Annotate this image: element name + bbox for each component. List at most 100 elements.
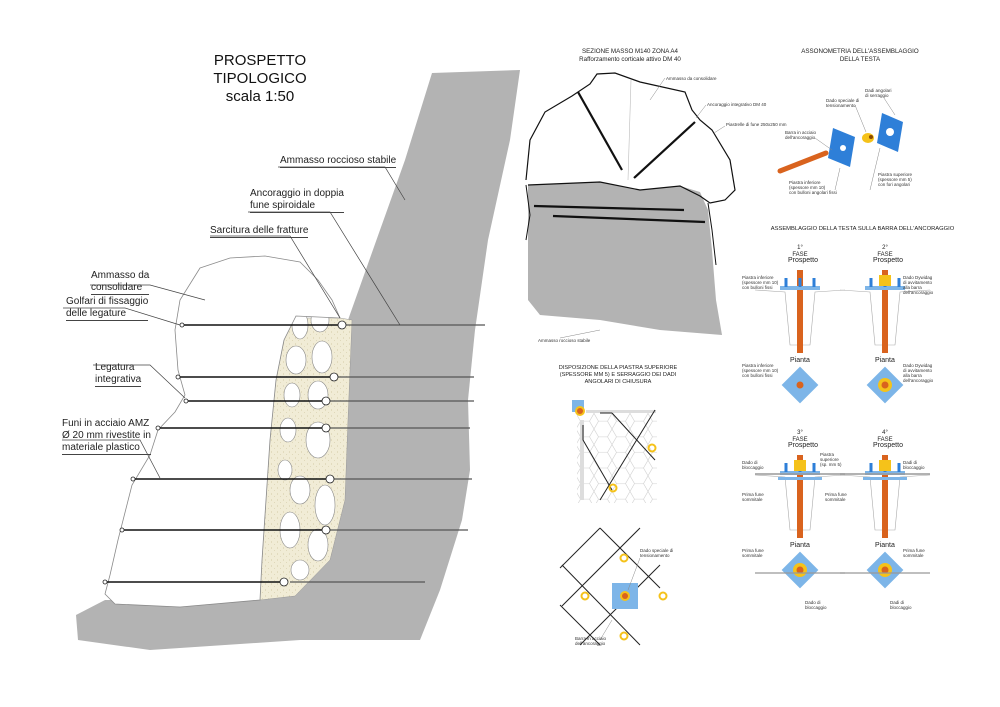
axo-lower-plate-1: Piastra inferiore	[789, 180, 821, 185]
phase-label-line: bloccaggio	[903, 465, 925, 470]
axonometry-title-line2: DELLA TESTA	[839, 56, 881, 63]
lower-plate	[780, 471, 820, 475]
lower-plate	[780, 286, 820, 290]
plan-nut-label-line: bloccaggio	[805, 605, 827, 610]
rope-label-line: sommitale	[825, 497, 846, 502]
elevation-label: Prospetto	[788, 257, 818, 264]
section-label-anchor: Ancoraggio integrativo DM 40	[707, 102, 767, 107]
label-stable-rock: Ammasso roccioso stabile	[280, 155, 397, 168]
anchor-bar	[797, 455, 803, 538]
plan-annotation-line: sommitale	[742, 553, 763, 558]
plan-label: Pianta	[790, 357, 810, 364]
upper-plate	[778, 477, 822, 480]
prospetto-elevation	[62, 70, 520, 650]
rope-label-line: sommitale	[742, 497, 763, 502]
plan-annotation-line: (spessore mm 10)	[742, 368, 779, 373]
plate-bolt	[897, 463, 901, 472]
page-title: PROSPETTO TIPOLOGICO scala 1:50	[190, 52, 330, 106]
stable-rock-mass	[76, 70, 520, 650]
layout-detail-top	[572, 400, 657, 503]
plate-bolt	[869, 463, 873, 472]
plan-bar	[881, 566, 889, 574]
title-text: PROSPETTO TIPOLOGICO	[213, 52, 307, 87]
plate-bolt	[812, 463, 816, 472]
axo-label-upper-plate: Piastra superiore(spessore mm 5)con fori…	[878, 172, 912, 187]
phase-label-line: bloccaggio	[742, 465, 764, 470]
axo-corner-nuts-1: Dadi angolari	[865, 88, 892, 93]
label-tie-line2: integrativa	[95, 374, 142, 387]
anchor-rods	[290, 324, 485, 583]
anchor-bar	[797, 270, 803, 353]
label-anchor: Ancoraggio in doppia fune spiroidale	[250, 188, 344, 213]
plan-annotation-line: Prima fune	[742, 548, 764, 553]
label-mass-line1: Ammasso da	[91, 270, 150, 281]
label-fracture-fill: Sarcitura delle fratture	[210, 225, 309, 238]
plan-nut-label-line: bloccaggio	[890, 605, 912, 610]
phase-label-right-line: (sp. mm 5)	[820, 462, 842, 467]
lower-plate	[865, 471, 905, 475]
assembly-phases	[754, 270, 931, 589]
plan-annotation-line: Piastra inferiore	[742, 363, 774, 368]
layout-detail-bottom	[559, 527, 668, 646]
axo-bar-1: Barra in acciaio	[785, 130, 817, 135]
phase-label-right-line: Piastra	[820, 452, 835, 457]
plan-bar	[881, 381, 889, 389]
axo-lower-plate-2: (spessore mm 10)	[789, 185, 826, 190]
axo-upper-plate-3: con fori angolari	[878, 182, 911, 187]
layout-title-line3: ANGOLARI DI CHIUSURA	[584, 379, 652, 385]
dywidag-nut	[794, 460, 806, 471]
axo-corner-nuts-2: di serraggio	[865, 93, 889, 98]
label-eyebolts: Golfari di fissaggio delle legature	[66, 296, 149, 321]
phase-label-line: di avvitamento	[903, 280, 933, 285]
axonometry-title-line1: ASSONOMETRIA DELL'ASSEMBLAGGIO	[801, 48, 919, 55]
axo-bar-2: dell'ancoraggio	[785, 135, 816, 140]
label-ropes: Funi in acciaio AMZ Ø 20 mm rivestite in…	[62, 418, 151, 455]
axo-upper-plate-2: (spessore mm 5)	[878, 177, 912, 182]
dywidag-nut	[879, 460, 891, 471]
label-anchor-line1: Ancoraggio in doppia	[250, 188, 344, 199]
plate-bolt	[812, 278, 816, 287]
elevation-label: Prospetto	[788, 442, 818, 449]
phase-title: 3° FASE	[792, 430, 808, 443]
axonometry-title: ASSONOMETRIA DELL'ASSEMBLAGGIO DELLA TES…	[790, 48, 930, 64]
phase-label-line: dell'ancoraggio	[903, 290, 934, 295]
steel-cables	[105, 324, 345, 583]
phase-label-line: Piastra inferiore	[742, 275, 774, 280]
plan-annotation-line: dell'ancoraggio	[903, 378, 934, 383]
anchor-bar-3d	[777, 150, 829, 174]
layout-title-line2: (SPESSORE MM 5) E SERRAGGIO DEI DADI	[559, 372, 677, 378]
unstable-rock-mass	[104, 255, 341, 608]
plan-annotation-line: alla barra	[903, 373, 922, 378]
phase-label-line: Dado di	[742, 460, 758, 465]
section-label-plate: Piastrelle di fune 250x250 mm	[726, 122, 787, 127]
dywidag-nut	[879, 275, 891, 286]
phase-label-line: Dadi di	[903, 460, 918, 465]
elevation-label: Prospetto	[873, 442, 903, 449]
phase-title: 1° FASE	[792, 245, 808, 258]
label-unstable-mass: Ammasso da consolidare	[91, 270, 150, 295]
label-rope-line2: Ø 20 mm rivestite in	[62, 430, 151, 441]
plan-bar	[796, 566, 804, 574]
plan-label: Pianta	[875, 542, 895, 549]
label-eyebolt-line1: Golfari di fissaggio	[66, 296, 149, 307]
elevation-label: Prospetto	[873, 257, 903, 264]
section-stable-rock	[528, 182, 722, 335]
axo-lower-plate-3: con bulloni angolari fissi	[789, 190, 837, 195]
eyebolts	[102, 320, 347, 587]
label-eyebolt-line2: delle legature	[66, 308, 149, 321]
section-drawing	[525, 72, 736, 339]
boulders	[277, 307, 336, 581]
phase-title: 2° FASE	[877, 245, 893, 258]
rope-label-line: Prima fune	[825, 492, 847, 497]
